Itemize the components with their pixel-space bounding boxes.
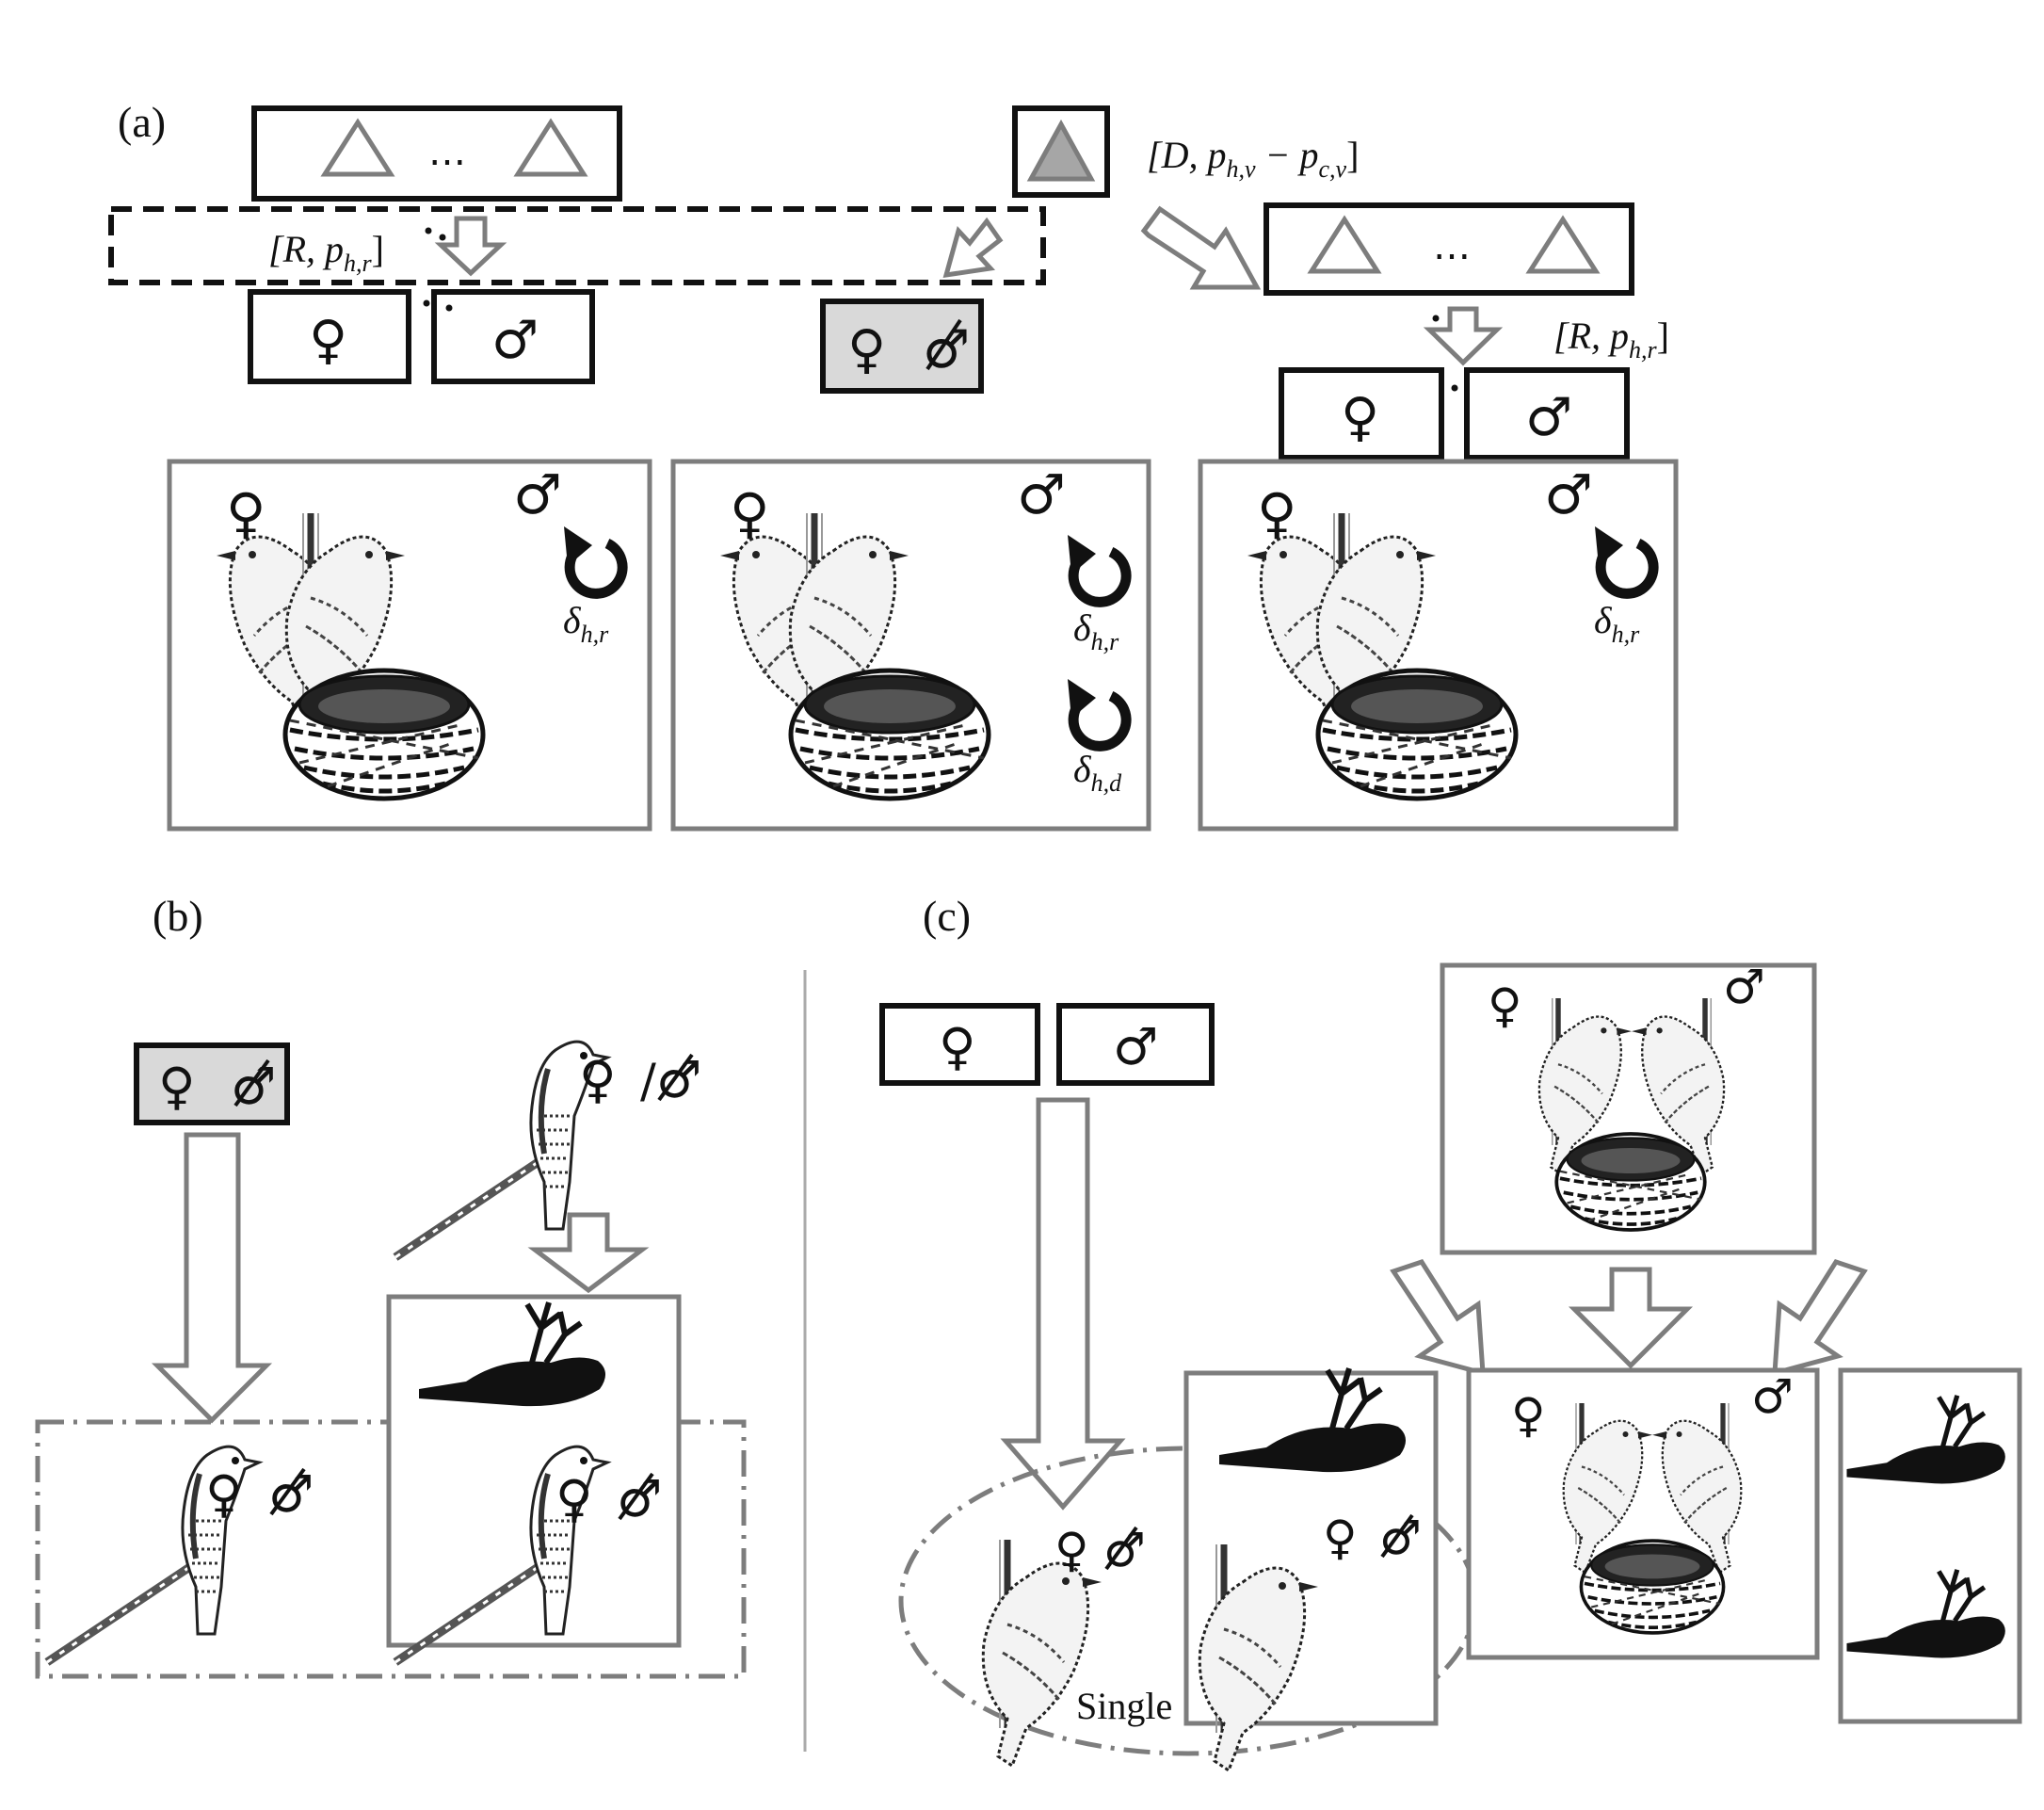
- scene-c-bottom: ♀ ♂: [1466, 1367, 1820, 1660]
- triangle-icon: [1525, 215, 1601, 274]
- panel-b-label: (b): [153, 892, 203, 940]
- nest-icon: [1554, 1132, 1707, 1232]
- nest-icon: [1579, 1539, 1726, 1635]
- hollow-arrow-icon: [527, 1212, 650, 1294]
- hollow-arrow-icon: [1423, 306, 1504, 366]
- female-icon: ♀: [939, 1017, 976, 1076]
- scene-2: ♀ ♂ δh,r δh,d: [670, 459, 1151, 832]
- shaded-pair-box: [134, 1042, 290, 1125]
- ellipsis: …: [428, 131, 466, 174]
- hollow-arrow-icon: [1000, 1097, 1126, 1511]
- hollow-arrow-icon: [434, 216, 507, 277]
- male-icon: ♂: [491, 310, 539, 371]
- crossed-male-icon: ♂: [923, 319, 970, 380]
- delta-hr: δh,r: [1073, 606, 1119, 655]
- crossed-male-icon: ♂: [656, 1050, 701, 1109]
- female-icon: ♀: [309, 310, 347, 371]
- female-icon: ♀: [1054, 1523, 1089, 1577]
- shaded-pair-box: [820, 299, 984, 394]
- delta-hr: δh,r: [1594, 599, 1640, 648]
- male-icon: ♂: [1525, 387, 1572, 448]
- female-icon: ♀: [1257, 481, 1296, 545]
- formula-D: [D, ph,v − pc,v]: [1147, 134, 1359, 183]
- nest-icon: [285, 671, 483, 799]
- formula-R-left: [R, ph,r]: [268, 228, 384, 277]
- male-icon: ♂: [1113, 1017, 1158, 1076]
- hollow-arrow-icon: [1140, 205, 1262, 290]
- male-icon: ♂: [513, 462, 562, 526]
- female-icon: ♀: [226, 481, 266, 545]
- hollow-arrow-icon: [942, 217, 1004, 279]
- nest-icon: [791, 671, 989, 799]
- female-icon: ♀: [1511, 1388, 1546, 1443]
- hollow-arrow-icon: [151, 1132, 273, 1424]
- female-icon: ♀: [579, 1050, 617, 1109]
- female-icon: ♀: [158, 1057, 196, 1116]
- male-box: [431, 289, 595, 384]
- crossed-male-icon: ♂: [617, 1469, 662, 1528]
- delta-hr: δh,r: [563, 599, 609, 648]
- triangle-icon: [320, 118, 395, 177]
- formula-R-right: [R, ph,r]: [1553, 315, 1669, 364]
- male-icon: ♂: [1544, 462, 1593, 526]
- female-icon: ♀: [847, 319, 886, 380]
- scene-dead-pair: [1838, 1367, 2022, 1724]
- female-icon: ♀: [1323, 1511, 1358, 1565]
- male-icon: ♂: [1751, 1369, 1794, 1424]
- dashed-group: [108, 206, 1046, 285]
- scene-1: ♀ ♂ δh,r: [167, 459, 652, 832]
- female-box: [248, 289, 411, 384]
- female-icon: ♀: [1488, 978, 1522, 1033]
- panel-a-label: (a): [118, 98, 166, 146]
- triangle-icon: [1307, 215, 1382, 274]
- slash: /: [640, 1054, 656, 1108]
- scene-3: ♀ ♂ δh,r: [1198, 459, 1679, 832]
- shaded-triangle-icon: [1026, 119, 1096, 182]
- female-box: [879, 1003, 1040, 1086]
- crossed-male-icon: ♂: [1379, 1511, 1422, 1565]
- triangle-icon: [513, 118, 588, 177]
- ellipsis: …: [1433, 225, 1471, 268]
- female-icon: ♀: [1341, 387, 1379, 448]
- male-box: [1056, 1003, 1215, 1086]
- panel-c-label: (c): [923, 892, 971, 940]
- hollow-arrow-icon: [1772, 1259, 1868, 1377]
- scene-c-top: ♀ ♂: [1440, 960, 1817, 1255]
- crossed-male-icon: ♂: [268, 1464, 314, 1524]
- crossed-male-icon: ♂: [231, 1057, 276, 1116]
- male-box: [1464, 367, 1630, 461]
- female-icon: ♀: [205, 1464, 243, 1524]
- female-icon: ♀: [555, 1469, 593, 1528]
- male-icon: ♂: [1017, 462, 1066, 526]
- hollow-arrow-icon: [1390, 1259, 1486, 1377]
- female-icon: ♀: [730, 481, 769, 545]
- female-box: [1279, 367, 1444, 461]
- delta-hd: δh,d: [1073, 748, 1122, 797]
- male-icon: ♂: [1723, 960, 1765, 1014]
- triangle-box-left: [251, 105, 622, 202]
- nest-icon: [1318, 671, 1516, 799]
- hollow-arrow-icon: [1568, 1267, 1694, 1369]
- crossed-male-icon: ♂: [1103, 1523, 1146, 1577]
- single-label: Single: [1076, 1685, 1172, 1727]
